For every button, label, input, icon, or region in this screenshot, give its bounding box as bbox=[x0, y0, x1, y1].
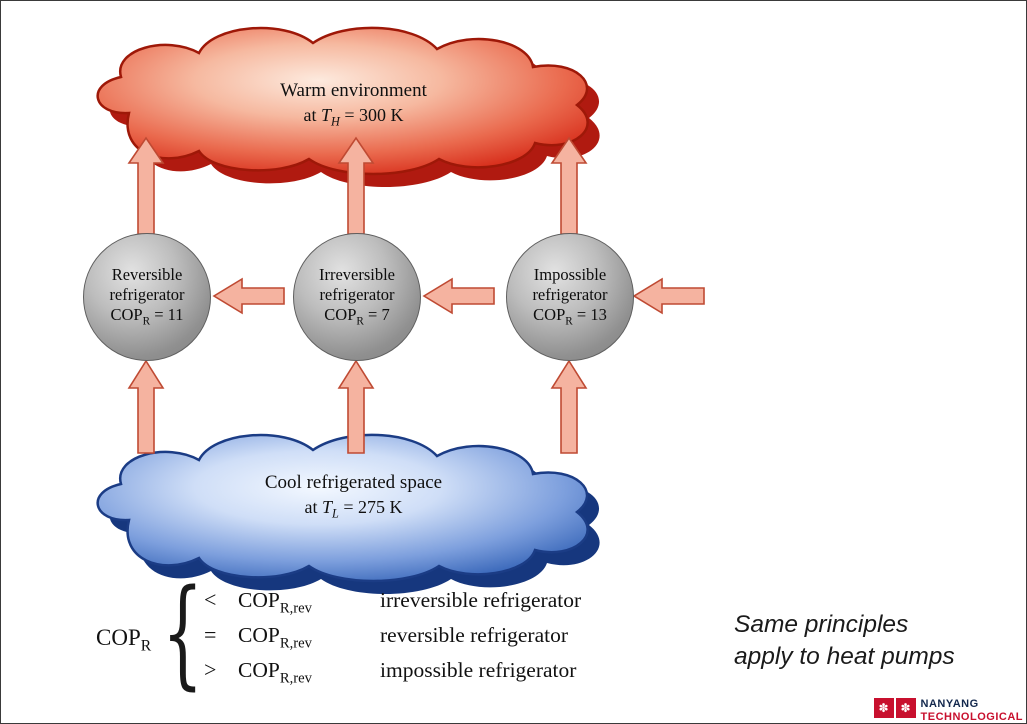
warm-cloud-label: Warm environment at TH = 300 K bbox=[211, 79, 496, 130]
heat-in-arrow-2 bbox=[337, 359, 375, 454]
cool-cloud-line1: Cool refrigerated space bbox=[264, 472, 443, 493]
warm-cloud-line1: Warm environment bbox=[280, 80, 427, 101]
cool-cloud-temp: at TL = 275 K bbox=[304, 496, 403, 521]
impossible-refrigerator-circle: Impossible refrigerator COPR = 13 bbox=[506, 233, 634, 361]
equation-rows: < COPR,rev irreversible refrigerator = C… bbox=[204, 587, 581, 692]
logo-name-line2: TECHNOLOGICAL bbox=[920, 710, 1023, 723]
cop-value-2: COPR = 7 bbox=[324, 305, 390, 328]
cop-comparison-equation: COPR { < COPR,rev irreversible refrigera… bbox=[96, 573, 696, 699]
heat-pump-note: Same principles apply to heat pumps bbox=[734, 611, 955, 671]
temp-variable-TH: T bbox=[320, 104, 331, 125]
university-logo: ✽ ✽ NANYANG TECHNOLOGICAL bbox=[873, 698, 1023, 723]
equation-row-reversible: = COPR,rev reversible refrigerator bbox=[204, 622, 569, 652]
reversible-refrigerator-circle: Reversible refrigerator COPR = 11 bbox=[83, 233, 211, 361]
equation-brace: { bbox=[162, 563, 204, 701]
temp-variable-TL: T bbox=[322, 496, 333, 517]
cop-value-3: COPR = 13 bbox=[533, 305, 607, 328]
equation-row-impossible: > COPR,rev impossible refrigerator bbox=[204, 657, 577, 687]
heat-in-arrow-1 bbox=[127, 359, 165, 454]
heat-out-arrow-3 bbox=[550, 136, 588, 235]
equation-lhs: COPR bbox=[96, 625, 152, 655]
logo-emblem-icons: ✽ ✽ bbox=[873, 698, 916, 718]
equation-row-irreversible: < COPR,rev irreversible refrigerator bbox=[204, 587, 582, 617]
flower-emblem-icon: ✽ bbox=[873, 698, 894, 718]
work-input-arrow-3 bbox=[632, 277, 705, 315]
logo-name-line1: NANYANG bbox=[920, 698, 979, 710]
heat-in-arrow-3 bbox=[550, 359, 588, 454]
heat-out-arrow-1 bbox=[127, 136, 165, 235]
cop-value-1: COPR = 11 bbox=[110, 305, 184, 328]
work-input-arrow-2 bbox=[422, 277, 495, 315]
warm-cloud-temp: at TH = 300 K bbox=[303, 104, 404, 129]
flower-emblem-icon: ✽ bbox=[895, 698, 916, 718]
heat-out-arrow-2 bbox=[337, 136, 375, 235]
work-input-arrow-1 bbox=[212, 277, 285, 315]
cool-cloud-label: Cool refrigerated space at TL = 275 K bbox=[211, 471, 496, 522]
irreversible-refrigerator-circle: Irreversible refrigerator COPR = 7 bbox=[293, 233, 421, 361]
